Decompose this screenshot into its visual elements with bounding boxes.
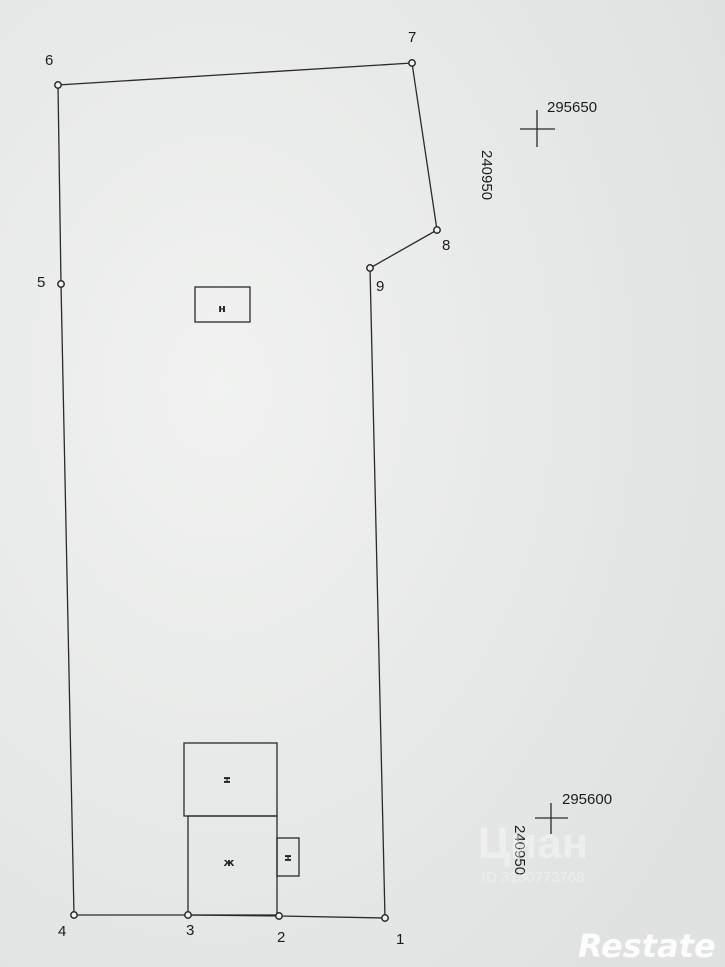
building-lower-top-label: н xyxy=(221,776,234,784)
building-upper-label: н xyxy=(218,302,226,315)
restate-logo: Restate xyxy=(578,927,716,965)
point-2-label: 2 xyxy=(277,929,285,946)
coordinate-cross-upper xyxy=(520,110,555,147)
building-upper xyxy=(194,286,251,323)
point-3-marker xyxy=(184,911,192,919)
building-annex xyxy=(276,837,300,877)
coordinate-upper-y: 240950 xyxy=(478,150,495,200)
point-5-label: 5 xyxy=(37,274,45,291)
point-8-label: 8 xyxy=(442,237,450,254)
point-8-marker xyxy=(433,226,441,234)
boundary-point-markers xyxy=(54,59,441,922)
point-9-label: 9 xyxy=(376,278,384,295)
point-4-marker xyxy=(70,911,78,919)
coordinate-cross-lower xyxy=(535,803,568,834)
coordinate-upper-x: 295650 xyxy=(547,99,597,116)
watermark-id: ID 3130773768 xyxy=(482,869,585,886)
point-3-label: 3 xyxy=(186,922,194,939)
coordinate-lower-x: 295600 xyxy=(562,791,612,808)
point-1-label: 1 xyxy=(396,931,404,948)
point-6-marker xyxy=(54,81,62,89)
point-7-label: 7 xyxy=(408,29,416,46)
point-7-marker xyxy=(408,59,416,67)
point-9-marker xyxy=(366,264,374,272)
building-residential-label: ж xyxy=(224,856,235,869)
point-4-label: 4 xyxy=(58,923,66,940)
watermark-brand: Циан xyxy=(478,819,588,868)
coordinate-lower-y: 240950 xyxy=(511,825,528,875)
point-2-marker xyxy=(275,912,283,920)
building-annex-label: н xyxy=(282,854,295,862)
point-5-marker xyxy=(57,280,65,288)
point-6-label: 6 xyxy=(45,52,53,69)
point-1-marker xyxy=(381,914,389,922)
